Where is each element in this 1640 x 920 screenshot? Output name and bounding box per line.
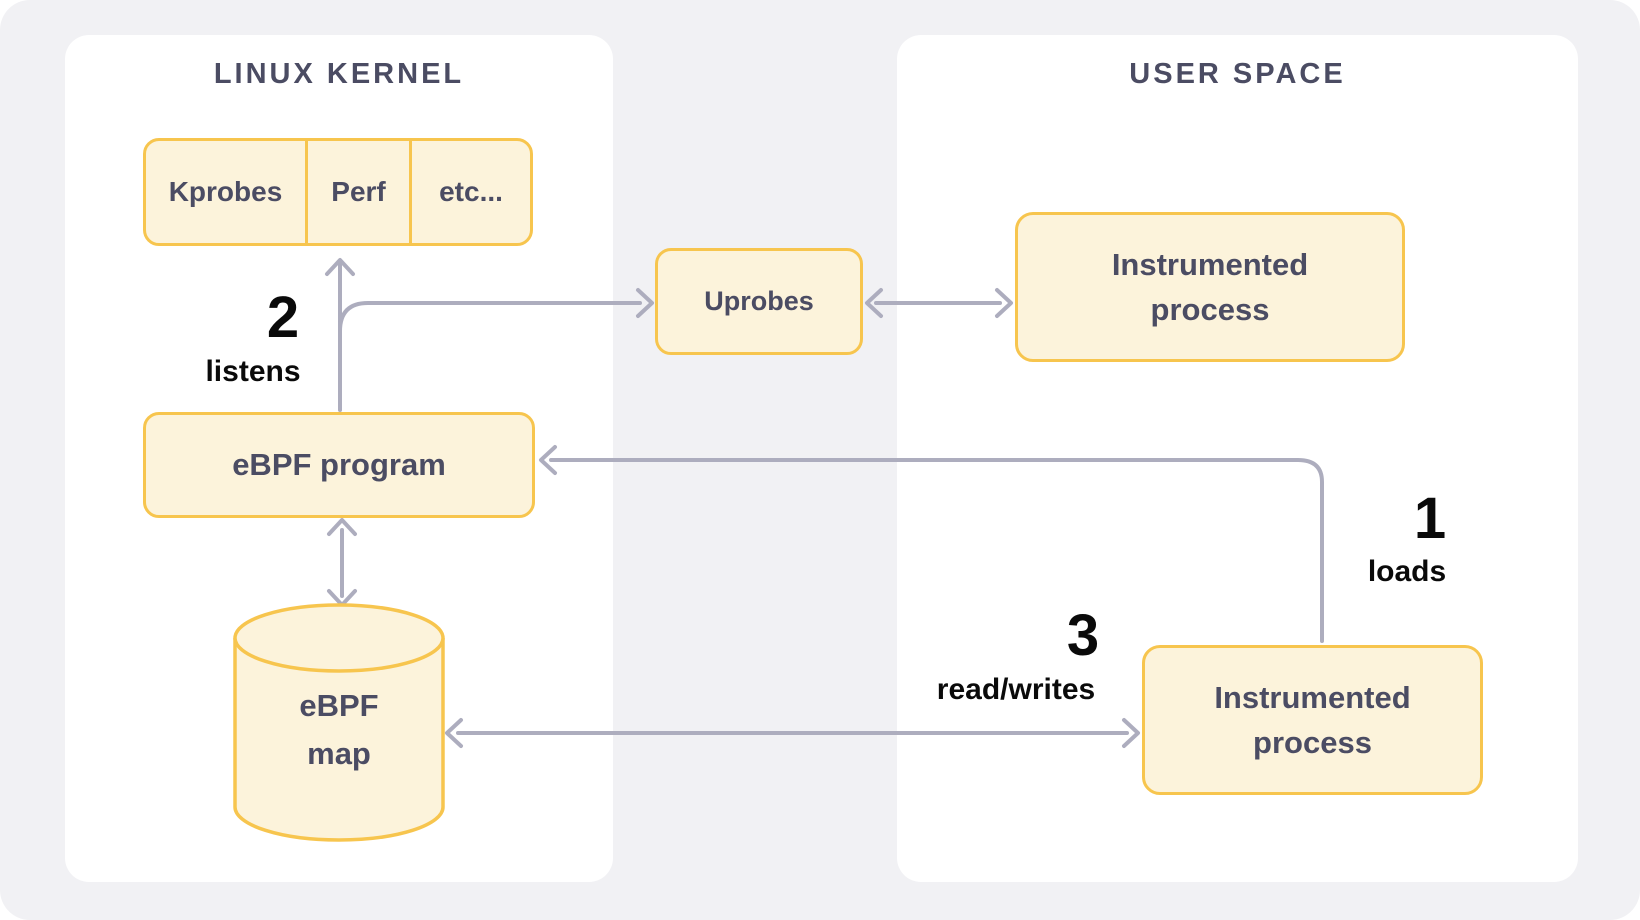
probe-cell-kprobes: Kprobes xyxy=(146,141,308,243)
instrumented-top-label-line2: process xyxy=(1150,292,1270,327)
ebpf-map-label-line2: map xyxy=(307,736,371,771)
ebpf-map-label-line1: eBPF xyxy=(299,688,379,723)
annotation-listens-number: 2 xyxy=(266,285,300,350)
node-probes-row: Kprobes Perf etc... xyxy=(143,138,533,246)
node-ebpf-map-label: eBPF map xyxy=(235,682,443,778)
node-instrumented-process-bottom: Instrumented process xyxy=(1142,645,1483,795)
annotation-loads-number: 1 xyxy=(1413,486,1447,551)
ebpf-program-label: eBPF program xyxy=(232,447,446,482)
probe-cell-etc: etc... xyxy=(439,176,503,207)
uprobes-label: Uprobes xyxy=(704,286,814,316)
linux-kernel-title: LINUX KERNEL xyxy=(213,58,465,90)
node-uprobes: Uprobes xyxy=(655,248,863,355)
connector-uprobes-branch-arrowhead xyxy=(636,288,654,318)
instrumented-bottom-label-line1: Instrumented xyxy=(1214,680,1411,715)
annotation-loads-label: loads xyxy=(1367,555,1447,588)
annotation-listens-label: listens xyxy=(205,355,301,388)
annotation-read-writes-label: read/writes xyxy=(936,673,1096,706)
instrumented-bottom-label-line2: process xyxy=(1253,725,1372,760)
annotation-read-writes-number: 3 xyxy=(1066,603,1100,668)
instrumented-top-label-line1: Instrumented xyxy=(1111,247,1309,282)
node-ebpf-program: eBPF program xyxy=(143,412,535,518)
probe-cell-perf: Perf xyxy=(308,141,412,243)
user-space-title: USER SPACE xyxy=(1129,58,1346,90)
connector-uprobes-process-arrowhead-left xyxy=(865,288,883,318)
node-instrumented-process-top: Instrumented process xyxy=(1015,212,1405,362)
